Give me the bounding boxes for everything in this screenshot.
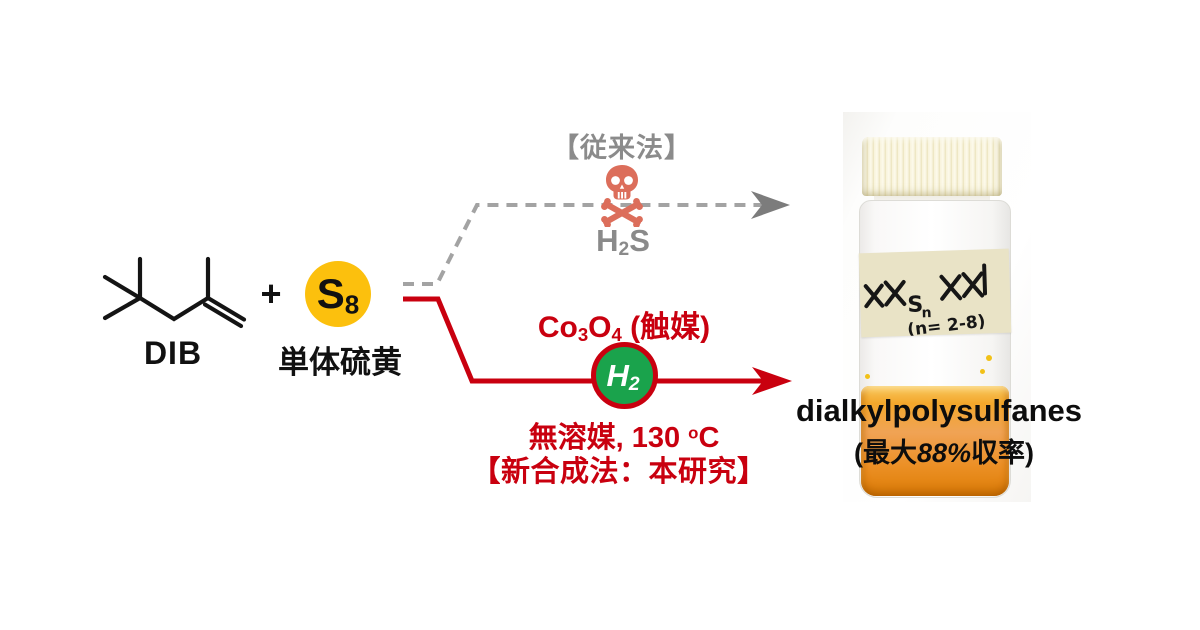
liquid-droplet <box>986 355 992 361</box>
elemental-sulfur-label: 単体硫黄 <box>278 345 402 380</box>
dib-structure <box>102 256 247 329</box>
skull-crossbones-icon <box>601 165 643 227</box>
s8-sulfur-badge: S8 <box>305 261 371 327</box>
vial-cap <box>862 137 1002 196</box>
dib-label: DIB <box>143 335 203 371</box>
conventional-method-title: 【従来法】 <box>552 133 692 163</box>
conventional-arrow-line <box>403 203 768 286</box>
h2-formula: H2 <box>606 358 640 396</box>
vial-label: S n (n= 2-8) <box>858 248 1012 338</box>
vial-photo: S n (n= 2-8) <box>843 112 1031 502</box>
liquid-droplet <box>865 374 870 379</box>
conventional-arrowhead <box>751 191 790 219</box>
vial-label-n: n <box>921 305 931 321</box>
liquid-droplet <box>980 369 985 374</box>
reaction-conditions-label: 無溶媒, 130 oC <box>528 422 720 454</box>
h2-badge: H2 <box>591 342 658 409</box>
product-name: dialkylpolysulfanes <box>796 393 1082 428</box>
h2s-byproduct-label: H2S <box>596 223 650 261</box>
product-yield: (最大88%収率) <box>853 438 1035 468</box>
new-method-title: 【新合成法：本研究】 <box>471 456 767 488</box>
new-method-arrowhead <box>752 367 792 395</box>
vial-liquid <box>861 386 1009 496</box>
vial-label-s: S <box>907 292 924 317</box>
s8-formula: S8 <box>316 270 360 320</box>
vial-label-structure: S n (n= 2-8) <box>863 263 988 337</box>
catalyst-label: Co3O4 (触媒) <box>537 311 711 346</box>
plus-sign: + <box>260 273 282 314</box>
